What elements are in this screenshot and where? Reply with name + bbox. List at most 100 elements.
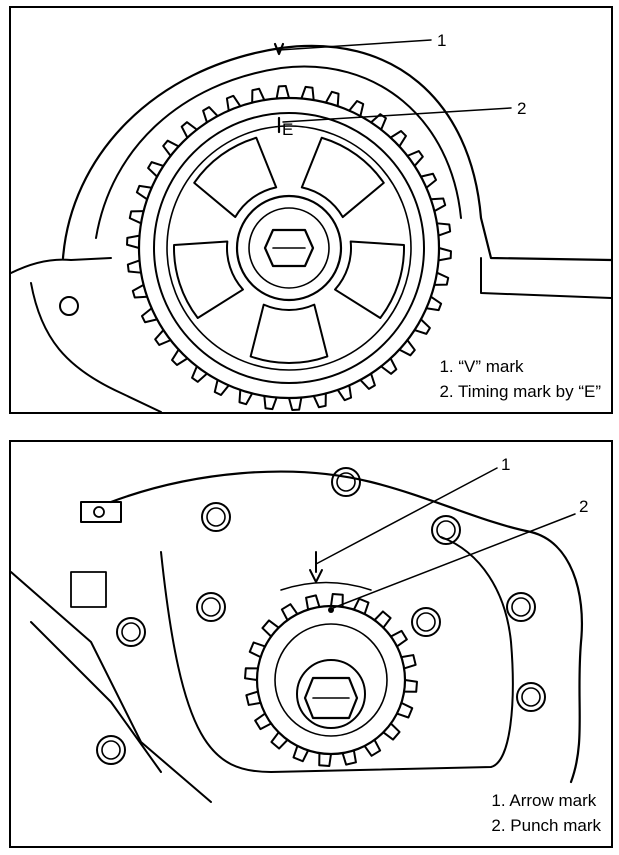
pulley-tooth [419, 172, 438, 189]
callout-1-leader [278, 39, 432, 51]
crank-pulley-root [255, 604, 407, 756]
pulley-tooth [406, 150, 424, 167]
housing-bolt-head [416, 612, 436, 632]
pulley-tooth-root [137, 96, 441, 400]
pulley-tooth [292, 744, 310, 763]
legend: 1. “V” mark 2. Timing mark by “E” [439, 354, 601, 404]
housing-bolt [411, 607, 441, 637]
pulley-tooth [348, 99, 365, 118]
spoke-window [193, 136, 278, 219]
pulley-tooth [213, 378, 230, 397]
housing-bolt [331, 467, 361, 497]
housing-bolt [506, 592, 536, 622]
pulley-tooth [395, 701, 414, 719]
pulley-tooth [131, 283, 149, 299]
pulley-tooth [389, 629, 408, 648]
pulley-tooth [429, 197, 447, 213]
housing-bolt-head [336, 472, 356, 492]
seal-arc [280, 581, 372, 591]
pulley-tooth [425, 295, 443, 312]
callout-1-leader [315, 467, 498, 565]
block-edge-left [11, 571, 212, 803]
pulley-tooth [300, 85, 315, 102]
gear-mark-e: E [282, 120, 293, 139]
pulley-tooth [248, 641, 267, 659]
pulley-tooth [126, 259, 143, 274]
crankshaft-pulley-drawing: 1 2 [11, 455, 588, 803]
pulley-tooth [147, 161, 165, 178]
legend-item-v-mark: 1. “V” mark [439, 357, 524, 376]
callout-2-label: 2 [579, 497, 588, 516]
housing-bolt-head [521, 687, 541, 707]
pulley-tooth [191, 365, 208, 383]
pulley-tooth [154, 329, 172, 346]
pulley-tooth [140, 307, 159, 324]
pulley-tooth [336, 384, 353, 402]
block-edge-inner [30, 621, 162, 773]
callout-2-label: 2 [517, 99, 526, 118]
legend-item-timing-mark: 2. Timing mark by “E” [439, 382, 601, 401]
housing-bolt-head [121, 622, 141, 642]
pulley-tooth [171, 348, 189, 366]
housing-bolt [516, 682, 546, 712]
housing-bolt [201, 502, 231, 532]
pulley-tooth [244, 667, 259, 681]
pulley-tooth [270, 731, 289, 750]
callout-2-leader [332, 513, 576, 609]
housing-bolt [431, 515, 461, 545]
pulley-tooth [312, 392, 327, 409]
housing-bolt-head [206, 507, 226, 527]
callout-2-leader [282, 107, 512, 123]
cylinder-head-contour [30, 282, 162, 412]
housing-bolts [96, 467, 546, 765]
pulley-tooth [330, 593, 344, 608]
pulley-tooth [341, 749, 357, 766]
pulley-tooth [128, 210, 145, 225]
pulley-tooth [254, 712, 273, 731]
side-block [70, 571, 107, 608]
pulley-tooth [363, 738, 382, 757]
head-step-line [480, 257, 611, 299]
pulley-tooth [162, 139, 180, 157]
camshaft-pulley-figure: E 1 2 1. “V” mark 2. Timing mark by “E” [9, 6, 613, 414]
pulley-tooth [324, 90, 340, 108]
housing-bolt-head [436, 520, 456, 540]
v-mark [273, 42, 285, 56]
callout-1-label: 1 [437, 31, 446, 50]
legend: 1. Arrow mark 2. Punch mark [491, 788, 601, 838]
pulley-tooth [359, 372, 376, 390]
housing-bolt-head [101, 740, 121, 760]
mounting-hole [59, 296, 79, 316]
hub-washer [248, 207, 330, 289]
pulley-tooth [126, 234, 141, 249]
pulley-bolt-head [263, 228, 315, 268]
pulley-tooth [373, 610, 392, 629]
housing-bolt [196, 592, 226, 622]
pulley-tooth [263, 394, 278, 411]
pulley-tooth [180, 121, 198, 139]
crank-bolt-washer [296, 659, 366, 729]
pulley-spoke-windows [173, 136, 405, 364]
bracket-tab [80, 501, 122, 523]
pulley-inner-rim [166, 125, 412, 371]
crank-pulley-teeth [244, 593, 418, 767]
housing-bolt [96, 735, 126, 765]
pulley-tooth [135, 184, 153, 201]
legend-item-punch-mark: 2. Punch mark [491, 816, 601, 835]
pulley-tooth [398, 339, 416, 357]
pulley-tooth [389, 130, 407, 148]
crankshaft-pulley-figure: 1 2 1. Arrow mark 2. Punch mark [9, 440, 613, 848]
pulley-rim [153, 112, 425, 384]
pulley-tooth [280, 603, 299, 622]
belt-cover-inner-edge [95, 65, 462, 239]
pulley-tooth [433, 271, 450, 286]
housing-bolt [116, 617, 146, 647]
pulley-tooth [352, 597, 370, 616]
pulley-tooth [251, 87, 266, 104]
callout-1-label: 1 [501, 455, 510, 474]
pulley-tooth [413, 318, 431, 335]
bracket-hole [93, 506, 105, 518]
pulley-tooth [403, 679, 418, 693]
pulley-tooth [380, 357, 398, 375]
pulley-tooth [435, 222, 452, 237]
